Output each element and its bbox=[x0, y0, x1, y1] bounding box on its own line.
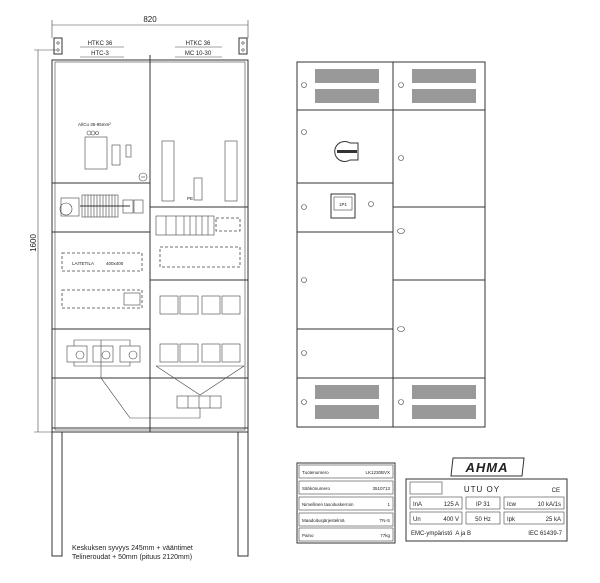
header-right-bottom: MC 10-30 bbox=[185, 51, 212, 57]
pe-terminal bbox=[193, 177, 203, 201]
spec-table: Tuotenumero LK1230BVX Sähkönumero 351071… bbox=[296, 462, 396, 544]
equipment-space-label: LAITETILA bbox=[72, 261, 94, 266]
main-switch-symbol bbox=[84, 136, 108, 170]
width-dimension: 820 bbox=[143, 15, 157, 24]
spec-label: Sähkönumero bbox=[302, 486, 331, 491]
door-lock-icon bbox=[301, 82, 405, 405]
vent-grille bbox=[315, 69, 476, 419]
ip-rating: IP 31 bbox=[476, 502, 491, 508]
spec-label: Maadoitusjärjestelmä bbox=[302, 518, 345, 523]
pe-label: PE bbox=[187, 196, 193, 201]
standard: IEC 61439-7 bbox=[528, 531, 562, 537]
energy-meter bbox=[330, 193, 356, 219]
breaker-row bbox=[155, 215, 215, 236]
cable-note: Al/Cu 35-95mm² bbox=[78, 122, 111, 127]
reserve-space bbox=[159, 246, 241, 268]
certification-marks: CE bbox=[552, 488, 560, 494]
header-right-top: HTKC 36 bbox=[186, 41, 211, 47]
spec-label: Paino bbox=[302, 533, 314, 538]
icw-label: Icw bbox=[507, 502, 517, 508]
ipk-label: Ipk bbox=[507, 517, 516, 523]
spec-value: LK1230BVX bbox=[365, 470, 390, 475]
un-value: 400 V bbox=[443, 517, 459, 523]
earth-symbol bbox=[138, 172, 148, 182]
equipment-space-size: 400x400 bbox=[106, 261, 124, 266]
internal-layout-view: 820 1600 HTKC 36 HTC-3 HTKC 36 MC 10-30 bbox=[29, 15, 249, 561]
relay-stack bbox=[161, 140, 175, 202]
spec-value: 3510713 bbox=[372, 486, 390, 491]
equipment-space bbox=[61, 252, 143, 272]
fuse-bases bbox=[66, 339, 141, 367]
spec-row: Paino 77kg bbox=[298, 527, 394, 542]
terminal-component bbox=[59, 202, 73, 216]
rcd-group-lower bbox=[159, 343, 241, 363]
header-left-top: HTKC 36 bbox=[88, 41, 113, 47]
relay-stack bbox=[224, 140, 238, 202]
brand-logo: AHMA bbox=[465, 460, 509, 475]
reserve-space bbox=[61, 289, 143, 309]
spec-row: Nimellinen tasoituskerroin 1 bbox=[298, 496, 394, 511]
rcd-group-upper bbox=[159, 295, 241, 315]
front-outline bbox=[296, 61, 486, 428]
un-label: Un bbox=[413, 517, 421, 523]
spec-label: Nimellinen tasoituskerroin bbox=[302, 502, 354, 507]
depth-note-1: Keskuksen syvyys 245mm + vääntimet bbox=[72, 545, 193, 552]
front-view: 1P1 bbox=[296, 61, 486, 428]
icw-value: 10 kA/1s bbox=[538, 502, 561, 508]
indicator-lamp-icon bbox=[368, 201, 374, 207]
mounting-tab bbox=[53, 37, 63, 55]
brand-logo-box bbox=[450, 457, 525, 477]
spec-row: Maadoitusjärjestelmä TN-S bbox=[298, 512, 394, 527]
emc-environment: EMC-ympäristö A ja B bbox=[411, 531, 471, 537]
meter-label: 1P1 bbox=[339, 202, 348, 207]
spec-value: TN-S bbox=[380, 518, 391, 523]
leg-right bbox=[237, 431, 249, 557]
ipk-value: 25 kA bbox=[546, 517, 561, 523]
spec-value: 1 bbox=[387, 502, 390, 507]
leg-left bbox=[51, 431, 63, 557]
spec-row: Sähkönumero 3510713 bbox=[298, 480, 394, 495]
company-name: UTU OY bbox=[464, 485, 500, 494]
header-left-bottom: HTC-3 bbox=[91, 51, 109, 57]
ina-label: InA bbox=[413, 502, 422, 508]
spec-value: 77kg bbox=[380, 533, 390, 538]
nameplate: AHMA UTU OY CE InA 125 A IP 31 Icw 10 kA… bbox=[405, 457, 568, 542]
spec-row: Tuotenumero LK1230BVX bbox=[298, 464, 394, 479]
mounting-tab bbox=[238, 37, 248, 55]
height-dimension: 1600 bbox=[29, 234, 38, 252]
ina-value: 125 A bbox=[444, 502, 459, 508]
depth-note-2: Telineroudat + 50mm (pituus 2120mm) bbox=[72, 554, 192, 561]
spec-label: Tuotenumero bbox=[302, 470, 329, 475]
main-switch-handle bbox=[334, 141, 359, 162]
frequency: 50 Hz bbox=[475, 517, 491, 523]
